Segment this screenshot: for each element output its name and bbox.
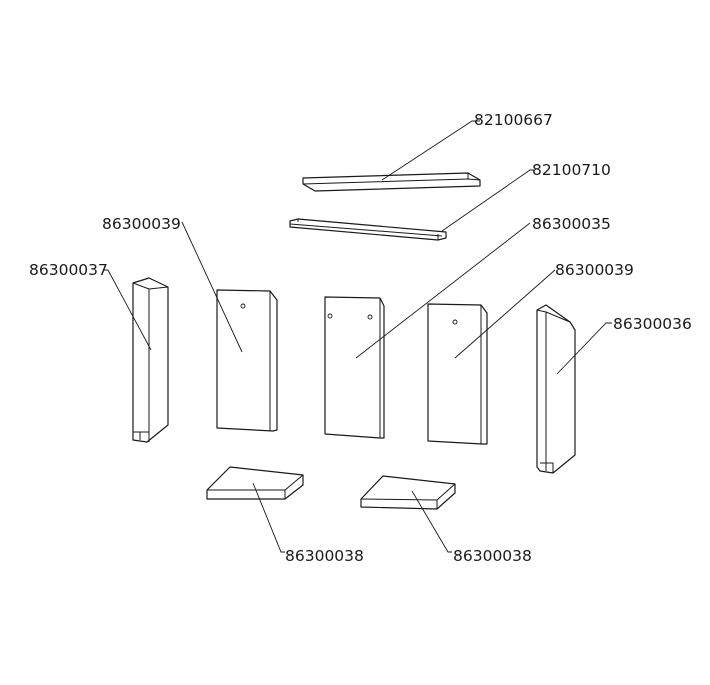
label-top-plate: 82100667 <box>474 111 553 129</box>
back-center-panel-part <box>324 296 385 439</box>
back-right-panel-part <box>427 303 488 445</box>
top-plate-part <box>302 172 481 192</box>
label-floor-left: 86300038 <box>285 547 364 565</box>
leader-floor-left <box>252 482 285 553</box>
back-left-panel-part <box>216 289 278 432</box>
label-back-center: 86300035 <box>532 215 611 233</box>
label-side-right: 86300036 <box>613 315 692 333</box>
leader-rail <box>441 169 534 232</box>
leader-back-right <box>454 269 556 359</box>
leader-side-right <box>556 322 612 375</box>
floor-left-slab-part <box>206 466 304 500</box>
rail-part <box>289 218 447 241</box>
label-side-left: 86300037 <box>29 261 108 279</box>
leader-back-center <box>355 222 531 359</box>
leader-side-left <box>104 269 152 351</box>
label-back-right: 86300039 <box>555 261 634 279</box>
label-rail: 82100710 <box>532 161 611 179</box>
left-side-brick-part <box>132 277 169 443</box>
leader-lines <box>104 120 612 553</box>
leader-back-left <box>181 221 243 353</box>
label-floor-right: 86300038 <box>453 547 532 565</box>
label-back-left: 86300039 <box>102 215 181 233</box>
leader-top-plate <box>381 120 480 181</box>
leader-floor-right <box>411 490 452 553</box>
floor-right-slab-part <box>360 475 456 510</box>
right-side-brick-part <box>536 304 576 474</box>
